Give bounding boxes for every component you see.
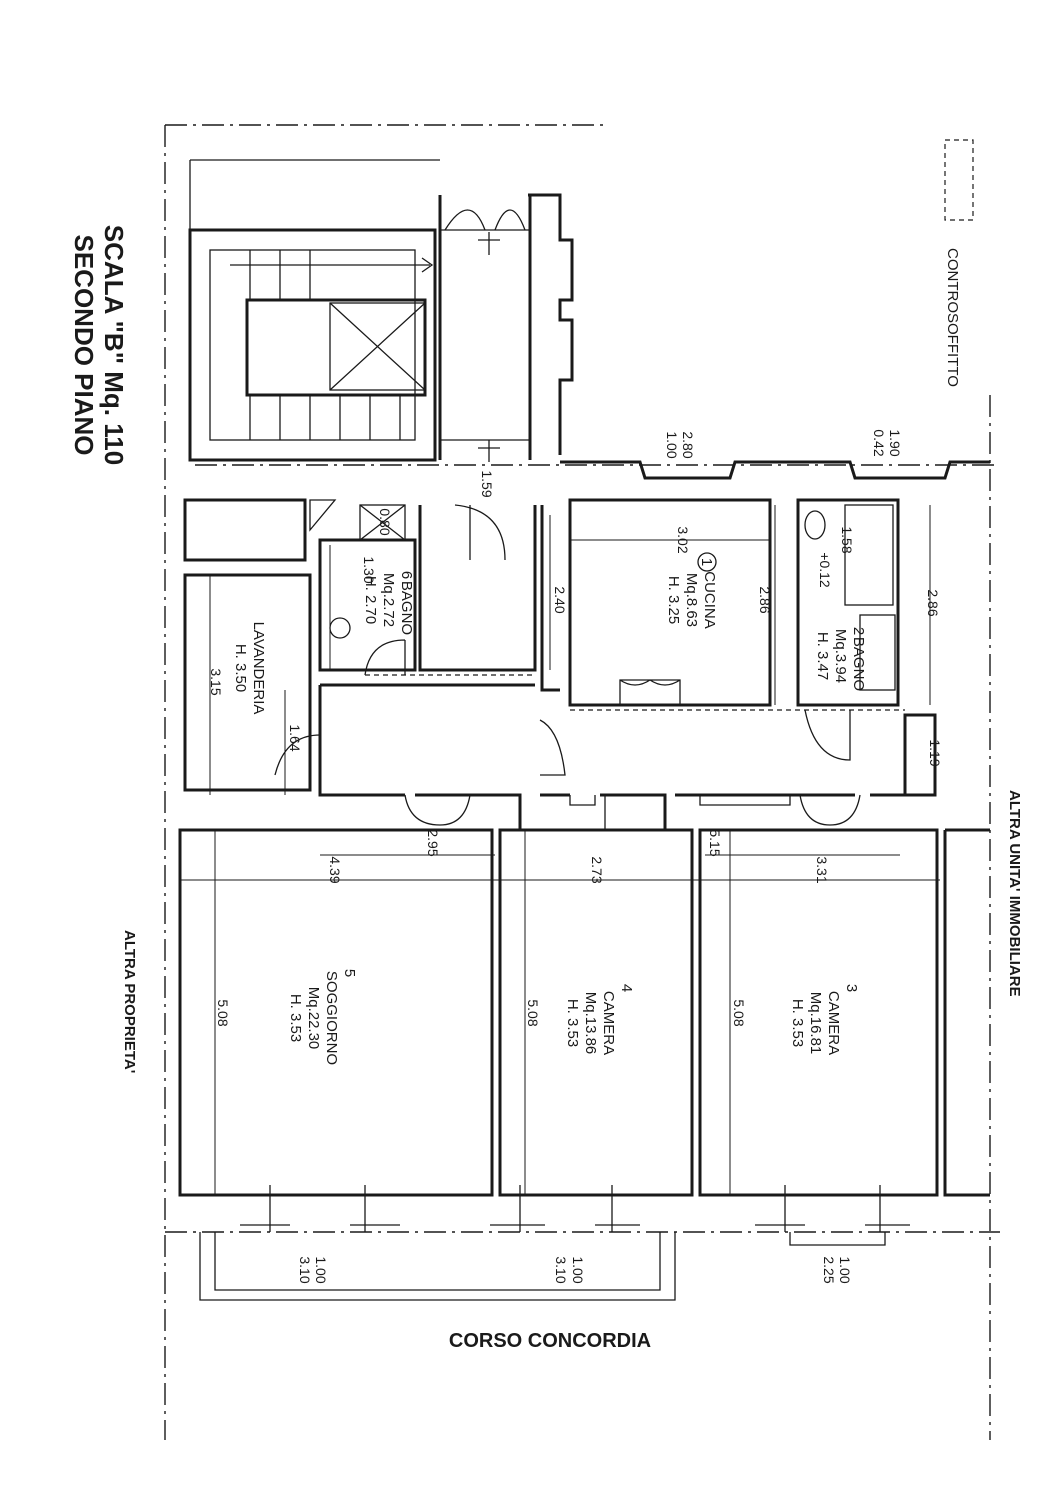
- dim-label: 2.95: [425, 829, 441, 856]
- boundary-lines: [164, 124, 1000, 1440]
- dim-label: 3.10: [297, 1256, 313, 1283]
- dim-label: 1.90: [887, 429, 903, 456]
- dim-label: 1.30: [361, 556, 377, 583]
- dim-label: 5.15: [707, 829, 723, 856]
- room-height: H. 2.70: [362, 576, 379, 624]
- dim-label: +0.12: [817, 552, 833, 588]
- room-height: H. 3.25: [665, 576, 682, 624]
- dim-label: 5.08: [525, 999, 541, 1026]
- room-name: BAGNO: [850, 637, 867, 691]
- dimension-lines: [180, 505, 940, 1195]
- room-lavanderia: LAVANDERIA H. 3.50: [232, 622, 267, 715]
- dim-label: 2.40: [552, 586, 568, 613]
- room-number: 4: [618, 984, 635, 992]
- dim-label: 1.00: [664, 431, 680, 458]
- room-height: H. 3.53: [564, 999, 581, 1047]
- controsoffitto-legend-box: [944, 139, 974, 221]
- dim-label: 0.42: [871, 429, 887, 456]
- dim-label: 3.31: [814, 856, 830, 883]
- room-number: 3: [843, 984, 860, 992]
- stair-block: [188, 159, 440, 462]
- room-area: Mq.2.72: [380, 573, 397, 627]
- room-area: Mq.13.86: [582, 992, 599, 1055]
- room-area: Mq.8.63: [683, 573, 700, 627]
- altra-unita-label: ALTRA UNITA' IMMOBILIARE: [1006, 790, 1023, 997]
- dim-label: 2.86: [757, 586, 773, 613]
- room-name: CUCINA: [701, 571, 718, 629]
- dim-label: 1.00: [313, 1256, 329, 1283]
- room-number: 2: [850, 627, 867, 635]
- landing: [438, 193, 574, 462]
- altra-proprieta-label: ALTRA PROPRIETA': [121, 930, 138, 1073]
- plan-title: SECONDO PIANO SCALA "B" Mq. 110: [69, 225, 129, 465]
- room-name: CAMERA: [825, 991, 842, 1055]
- dim-label: 4.39: [327, 856, 343, 883]
- dim-label: 1.00: [570, 1256, 586, 1283]
- room-area: Mq.16.81: [807, 992, 824, 1055]
- title-line1: SECONDO PIANO: [69, 234, 99, 455]
- room-number: 1: [698, 558, 715, 566]
- room-area: Mq.22.30: [305, 987, 322, 1050]
- room-name: SOGGIORNO: [323, 971, 340, 1065]
- controsoffitto-label: CONTROSOFFITTO: [944, 248, 961, 387]
- room-name: CAMERA: [600, 991, 617, 1055]
- room-cucina: 1 CUCINA Mq.8.63 H. 3.25: [665, 552, 718, 629]
- room-name: BAGNO: [398, 581, 415, 635]
- room-camera-3: 3 CAMERA Mq.16.81 H. 3.53: [789, 984, 860, 1055]
- dim-label: 1.00: [837, 1256, 853, 1283]
- dim-label: 3.02: [675, 526, 691, 553]
- room-bagno-2: 2 BAGNO Mq.3.94 H. 3.47: [814, 627, 867, 691]
- room-height: H. 3.53: [287, 994, 304, 1042]
- dim-label: 1.64: [287, 724, 303, 751]
- dim-label: 1.58: [839, 526, 855, 553]
- dim-label: 1.59: [479, 470, 495, 497]
- dim-label: 2.73: [589, 856, 605, 883]
- dim-label: 2.25: [821, 1256, 837, 1283]
- room-camera-4: 4 CAMERA Mq.13.86 H. 3.53: [564, 984, 635, 1055]
- room-name: LAVANDERIA: [250, 622, 267, 715]
- room-height: H. 3.50: [232, 644, 249, 692]
- dim-label: 0.80: [377, 508, 393, 535]
- dim-label: 3.15: [208, 668, 224, 695]
- room-height: H. 3.47: [814, 632, 831, 680]
- dim-label: 2.86: [925, 589, 941, 616]
- street-label: CORSO CONCORDIA: [449, 1330, 651, 1352]
- room-bagno-6: 6 BAGNO Mq.2.72 H. 2.70: [362, 571, 415, 635]
- dimension-labels: 0.42 1.90 1.00 2.80 1.59 3.02 2.86 2.86 …: [208, 429, 943, 1283]
- title-line2: SCALA "B" Mq. 110: [99, 225, 129, 465]
- dim-label: 5.08: [731, 999, 747, 1026]
- room-soggiorno: 5 SOGGIORNO Mq.22.30 H. 3.53: [287, 969, 358, 1065]
- south-rooms: [178, 794, 990, 1301]
- dim-label: 1.19: [927, 739, 943, 766]
- dim-label: 2.80: [680, 431, 696, 458]
- dim-label: 3.10: [553, 1256, 569, 1283]
- apartment-walls: [183, 460, 990, 830]
- room-number: 5: [341, 969, 358, 977]
- room-number: 6: [398, 571, 415, 579]
- room-area: Mq.3.94: [832, 629, 849, 683]
- dim-label: 5.08: [215, 999, 231, 1026]
- room-height: H. 3.53: [789, 999, 806, 1047]
